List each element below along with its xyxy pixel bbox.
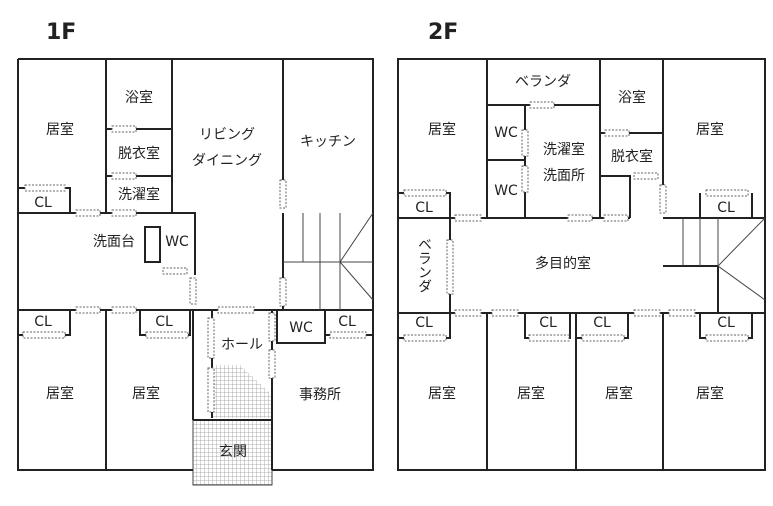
room-label: 事務所 xyxy=(299,387,341,403)
room-label: 居室 xyxy=(696,121,724,138)
floor-2-stairs xyxy=(682,217,766,301)
room-label: 玄関 xyxy=(219,443,247,460)
room-label: 多目的室 xyxy=(535,255,591,272)
closet-label: CL xyxy=(539,315,557,331)
entrance-area xyxy=(192,419,273,486)
room-label: ホール xyxy=(221,337,263,353)
floor-1-plan: 1F xyxy=(17,20,374,486)
floor-2-title: 2F xyxy=(428,20,458,45)
room-label: キッチン xyxy=(300,134,356,150)
room-label: ベランダ xyxy=(416,237,432,293)
closet-label: CL xyxy=(338,314,356,330)
room-label: 浴室 xyxy=(125,89,153,106)
room-label: WC xyxy=(494,125,518,141)
room-label: WC xyxy=(494,183,518,199)
room-label: 浴室 xyxy=(618,89,646,106)
closet-label: CL xyxy=(415,315,433,331)
floor-1-stairs xyxy=(283,212,374,310)
closet-label: CL xyxy=(717,200,735,216)
closet-label: CL xyxy=(717,315,735,331)
room-label: ベランダ xyxy=(515,74,571,90)
floor-2-plan: 2F 居室 ベランダ WC WC xyxy=(397,20,766,471)
room-label: 洗面台 xyxy=(93,234,135,250)
room-label: 居室 xyxy=(428,385,456,402)
room-label: 脱衣室 xyxy=(118,145,160,162)
room-label: WC xyxy=(289,320,313,336)
room-label: 居室 xyxy=(428,121,456,138)
room-label: 居室 xyxy=(132,385,160,402)
closet-label: CL xyxy=(34,314,52,330)
room-label: 洗濯室 xyxy=(543,141,585,158)
room-label: リビング xyxy=(199,127,255,143)
closet-label: CL xyxy=(34,195,52,211)
entrance-step-area xyxy=(212,365,272,418)
room-label: 居室 xyxy=(46,385,74,402)
closet-label: CL xyxy=(415,200,433,216)
room-label: 居室 xyxy=(46,121,74,138)
closet-label: CL xyxy=(155,314,173,330)
room-label: 洗濯室 xyxy=(118,186,160,203)
room-label: 居室 xyxy=(517,385,545,402)
room-label: 洗面所 xyxy=(543,168,585,184)
room-label: ダイニング xyxy=(192,153,262,169)
floor-2-doors xyxy=(403,101,749,342)
floor-1-title: 1F xyxy=(46,20,76,45)
closet-label: CL xyxy=(593,315,611,331)
floor-1-outer-wall xyxy=(17,58,374,471)
room-label: 居室 xyxy=(605,385,633,402)
room-label: 脱衣室 xyxy=(611,148,653,165)
floor-1-doors xyxy=(22,125,367,413)
room-label: 居室 xyxy=(696,385,724,402)
room-label: WC xyxy=(165,234,189,250)
floor-2-outer-wall xyxy=(397,58,766,471)
